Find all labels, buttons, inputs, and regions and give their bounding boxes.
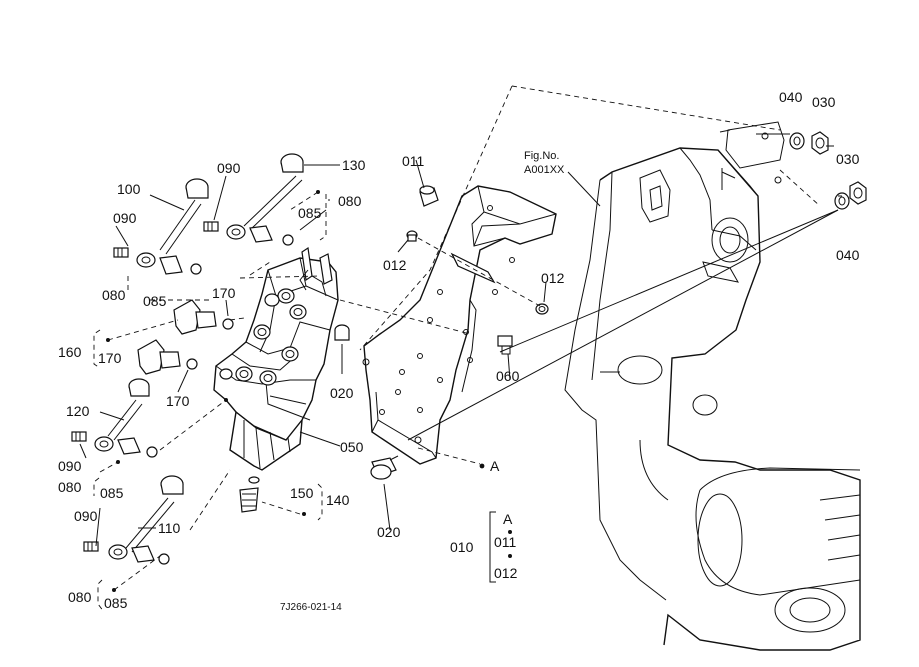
fig-no-label: Fig.No. — [524, 150, 559, 162]
callout-012-b: 012 — [541, 270, 565, 286]
top-bracket — [719, 121, 785, 184]
mounting-bracket — [362, 185, 557, 465]
reference-dots — [106, 190, 512, 592]
callout-080-d: 080 — [68, 589, 92, 605]
callout-020-b: 020 — [377, 524, 401, 540]
banjo-ring-d — [108, 544, 128, 560]
callout-040-top: 040 — [779, 89, 803, 105]
callout-110: 110 — [158, 520, 181, 536]
washer-040-mid — [834, 192, 850, 210]
callout-040-mid: 040 — [836, 247, 860, 263]
callout-060: 060 — [496, 368, 520, 384]
callout-020-a: 020 — [330, 385, 354, 401]
callout-a-ref: A — [490, 458, 500, 474]
callout-170-a: 170 — [212, 285, 236, 301]
callout-150: 150 — [290, 485, 314, 501]
banjo-bolt-120 — [128, 378, 150, 397]
banjo-ring-b — [136, 252, 156, 268]
callout-090-c: 090 — [58, 458, 82, 474]
banjo-bolt-130 — [280, 153, 304, 173]
group-010-item-a: A — [503, 511, 513, 527]
fitting-090-a — [203, 221, 219, 232]
callout-120: 120 — [66, 403, 90, 419]
washer-040-top — [789, 132, 805, 150]
callout-labels: 040 030 030 040 Fig.No. A001XX 011 012 0… — [58, 89, 860, 611]
banjo-bolt-100 — [185, 178, 209, 199]
dashed-lines — [99, 85, 842, 591]
group-010: 010 A 011 012 — [450, 511, 518, 581]
callout-140: 140 — [326, 492, 350, 508]
bolt-020-b — [370, 455, 399, 480]
adapter-085-a — [249, 225, 294, 246]
fitting-090-d — [83, 541, 99, 552]
adapter-085-d — [131, 545, 170, 565]
callout-090-b: 090 — [113, 210, 137, 226]
callout-170-c: 170 — [166, 393, 190, 409]
pipe-100 — [159, 199, 202, 255]
callout-012-a: 012 — [383, 257, 407, 273]
callout-080-b: 080 — [102, 287, 126, 303]
group-010-item-011: 011 — [494, 534, 517, 550]
callout-011: 011 — [402, 153, 425, 169]
nut-030-top — [811, 131, 829, 155]
fig-no-value: A001XX — [524, 164, 565, 176]
valve-assembly — [213, 246, 339, 471]
callout-030-mid: 030 — [836, 151, 860, 167]
elbow-160-a — [173, 299, 234, 335]
group-010-item-012: 012 — [494, 565, 518, 581]
callout-080-c: 080 — [58, 479, 82, 495]
callout-085-c: 085 — [100, 485, 124, 501]
drawing-reference: 7J266-021-14 — [280, 602, 342, 613]
leader-lines — [79, 159, 547, 547]
bolt-012-b — [535, 303, 549, 315]
bolt-060 — [497, 335, 513, 355]
fitting-090-b — [113, 247, 129, 258]
callout-100: 100 — [117, 181, 141, 197]
main-frame — [564, 147, 861, 651]
banjo-bolt-110 — [160, 475, 184, 495]
callout-050: 050 — [340, 439, 364, 455]
callout-170-b: 170 — [98, 350, 122, 366]
callout-085-a: 085 — [298, 205, 322, 221]
bolt-020-a — [334, 324, 350, 341]
fitting-090-c — [71, 431, 87, 442]
callout-130: 130 — [342, 157, 366, 173]
spacer-011 — [419, 185, 439, 207]
callout-085-b: 085 — [143, 293, 167, 309]
pipe-130 — [243, 175, 303, 231]
connector-150 — [239, 476, 260, 513]
callout-080-a: 080 — [338, 193, 362, 209]
callout-090-a: 090 — [217, 160, 241, 176]
callout-160: 160 — [58, 344, 82, 360]
adapter-085-b — [159, 255, 202, 275]
group-010-label: 010 — [450, 539, 474, 555]
callout-090-d: 090 — [74, 508, 98, 524]
pipe-110 — [125, 497, 175, 553]
nut-030-mid — [849, 181, 867, 205]
elbow-160-b — [137, 339, 198, 375]
callout-030-top: 030 — [812, 94, 836, 110]
bolt-012-a — [406, 230, 418, 242]
callout-085-d: 085 — [104, 595, 128, 611]
group-brackets — [93, 194, 496, 613]
banjo-ring-a — [226, 224, 246, 240]
pipe-120 — [107, 399, 143, 441]
banjo-ring-c — [94, 436, 114, 452]
adapter-085-c — [117, 437, 158, 458]
